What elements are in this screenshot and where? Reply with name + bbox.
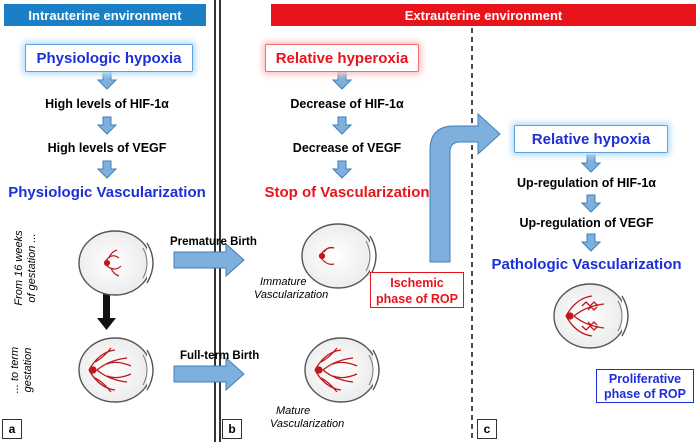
pathologic-vascularization-text: Pathologic Vascularization (491, 256, 682, 273)
label-line: Mature (276, 405, 311, 417)
box-line: phase of ROP (376, 292, 458, 306)
eye-icon-c (553, 283, 629, 349)
side-label-from-16-weeks: From 16 weeks of gestation ... (13, 218, 41, 318)
relative-hyperoxia-box: Relative hyperoxia (265, 44, 419, 72)
side-label-to-term: ... to term gestation (9, 330, 37, 410)
upregulation-vegf-text: Up-regulation of VEGF (519, 216, 654, 230)
eye-icon-a-top (78, 230, 154, 296)
label-line: Immature (260, 276, 307, 288)
label-line: Vascularization (270, 418, 345, 430)
high-vegf-text: High levels of VEGF (47, 141, 167, 155)
high-hif-text: High levels of HIF-1α (45, 97, 169, 111)
side-label-line: From 16 weeks (13, 230, 25, 306)
stop-vascularization-text: Stop of Vascularization (264, 184, 430, 201)
box-line: Ischemic (390, 276, 444, 290)
label-line: Vascularization (254, 289, 329, 301)
upregulation-hif-text: Up-regulation of HIF-1α (517, 176, 656, 190)
mature-vascularization-label: Mature Vascularization (270, 405, 344, 431)
physiologic-hypoxia-box: Physiologic hypoxia (25, 44, 193, 72)
intrauterine-header: Intrauterine environment (4, 4, 206, 26)
eye-icon-a-bottom (78, 337, 154, 403)
premature-birth-label: Premature Birth (170, 236, 257, 248)
decrease-vegf-text: Decrease of VEGF (292, 141, 402, 155)
fullterm-birth-label: Full-term Birth (180, 350, 260, 362)
curved-arrow-icon (429, 112, 501, 263)
physiologic-vascularization-text: Physiologic Vascularization (8, 184, 206, 201)
black-down-arrow-icon (97, 286, 116, 330)
side-label-line: gestation (22, 347, 34, 393)
panel-label-a: a (2, 419, 22, 439)
down-arrow-icon (96, 71, 602, 252)
box-line: Proliferative (608, 372, 682, 386)
extrauterine-header: Extrauterine environment (271, 4, 696, 26)
box-line: phase of ROP (604, 387, 686, 401)
fullterm-birth-arrow-icon (173, 356, 245, 392)
panel-label-b: b (222, 419, 242, 439)
decrease-hif-text: Decrease of HIF-1α (290, 97, 404, 111)
eye-icon-b-bottom (304, 337, 380, 403)
side-label-line: of gestation ... (26, 233, 38, 303)
premature-birth-arrow-icon (173, 242, 245, 278)
panel-label-c: c (477, 419, 497, 439)
relative-hypoxia-box: Relative hypoxia (514, 125, 668, 153)
ischemic-phase-box: Ischemic phase of ROP (370, 272, 464, 308)
proliferative-phase-box: Proliferative phase of ROP (596, 369, 694, 403)
immature-vascularization-label: Immature Vascularization (254, 276, 328, 302)
side-label-line: ... to term (9, 346, 21, 394)
